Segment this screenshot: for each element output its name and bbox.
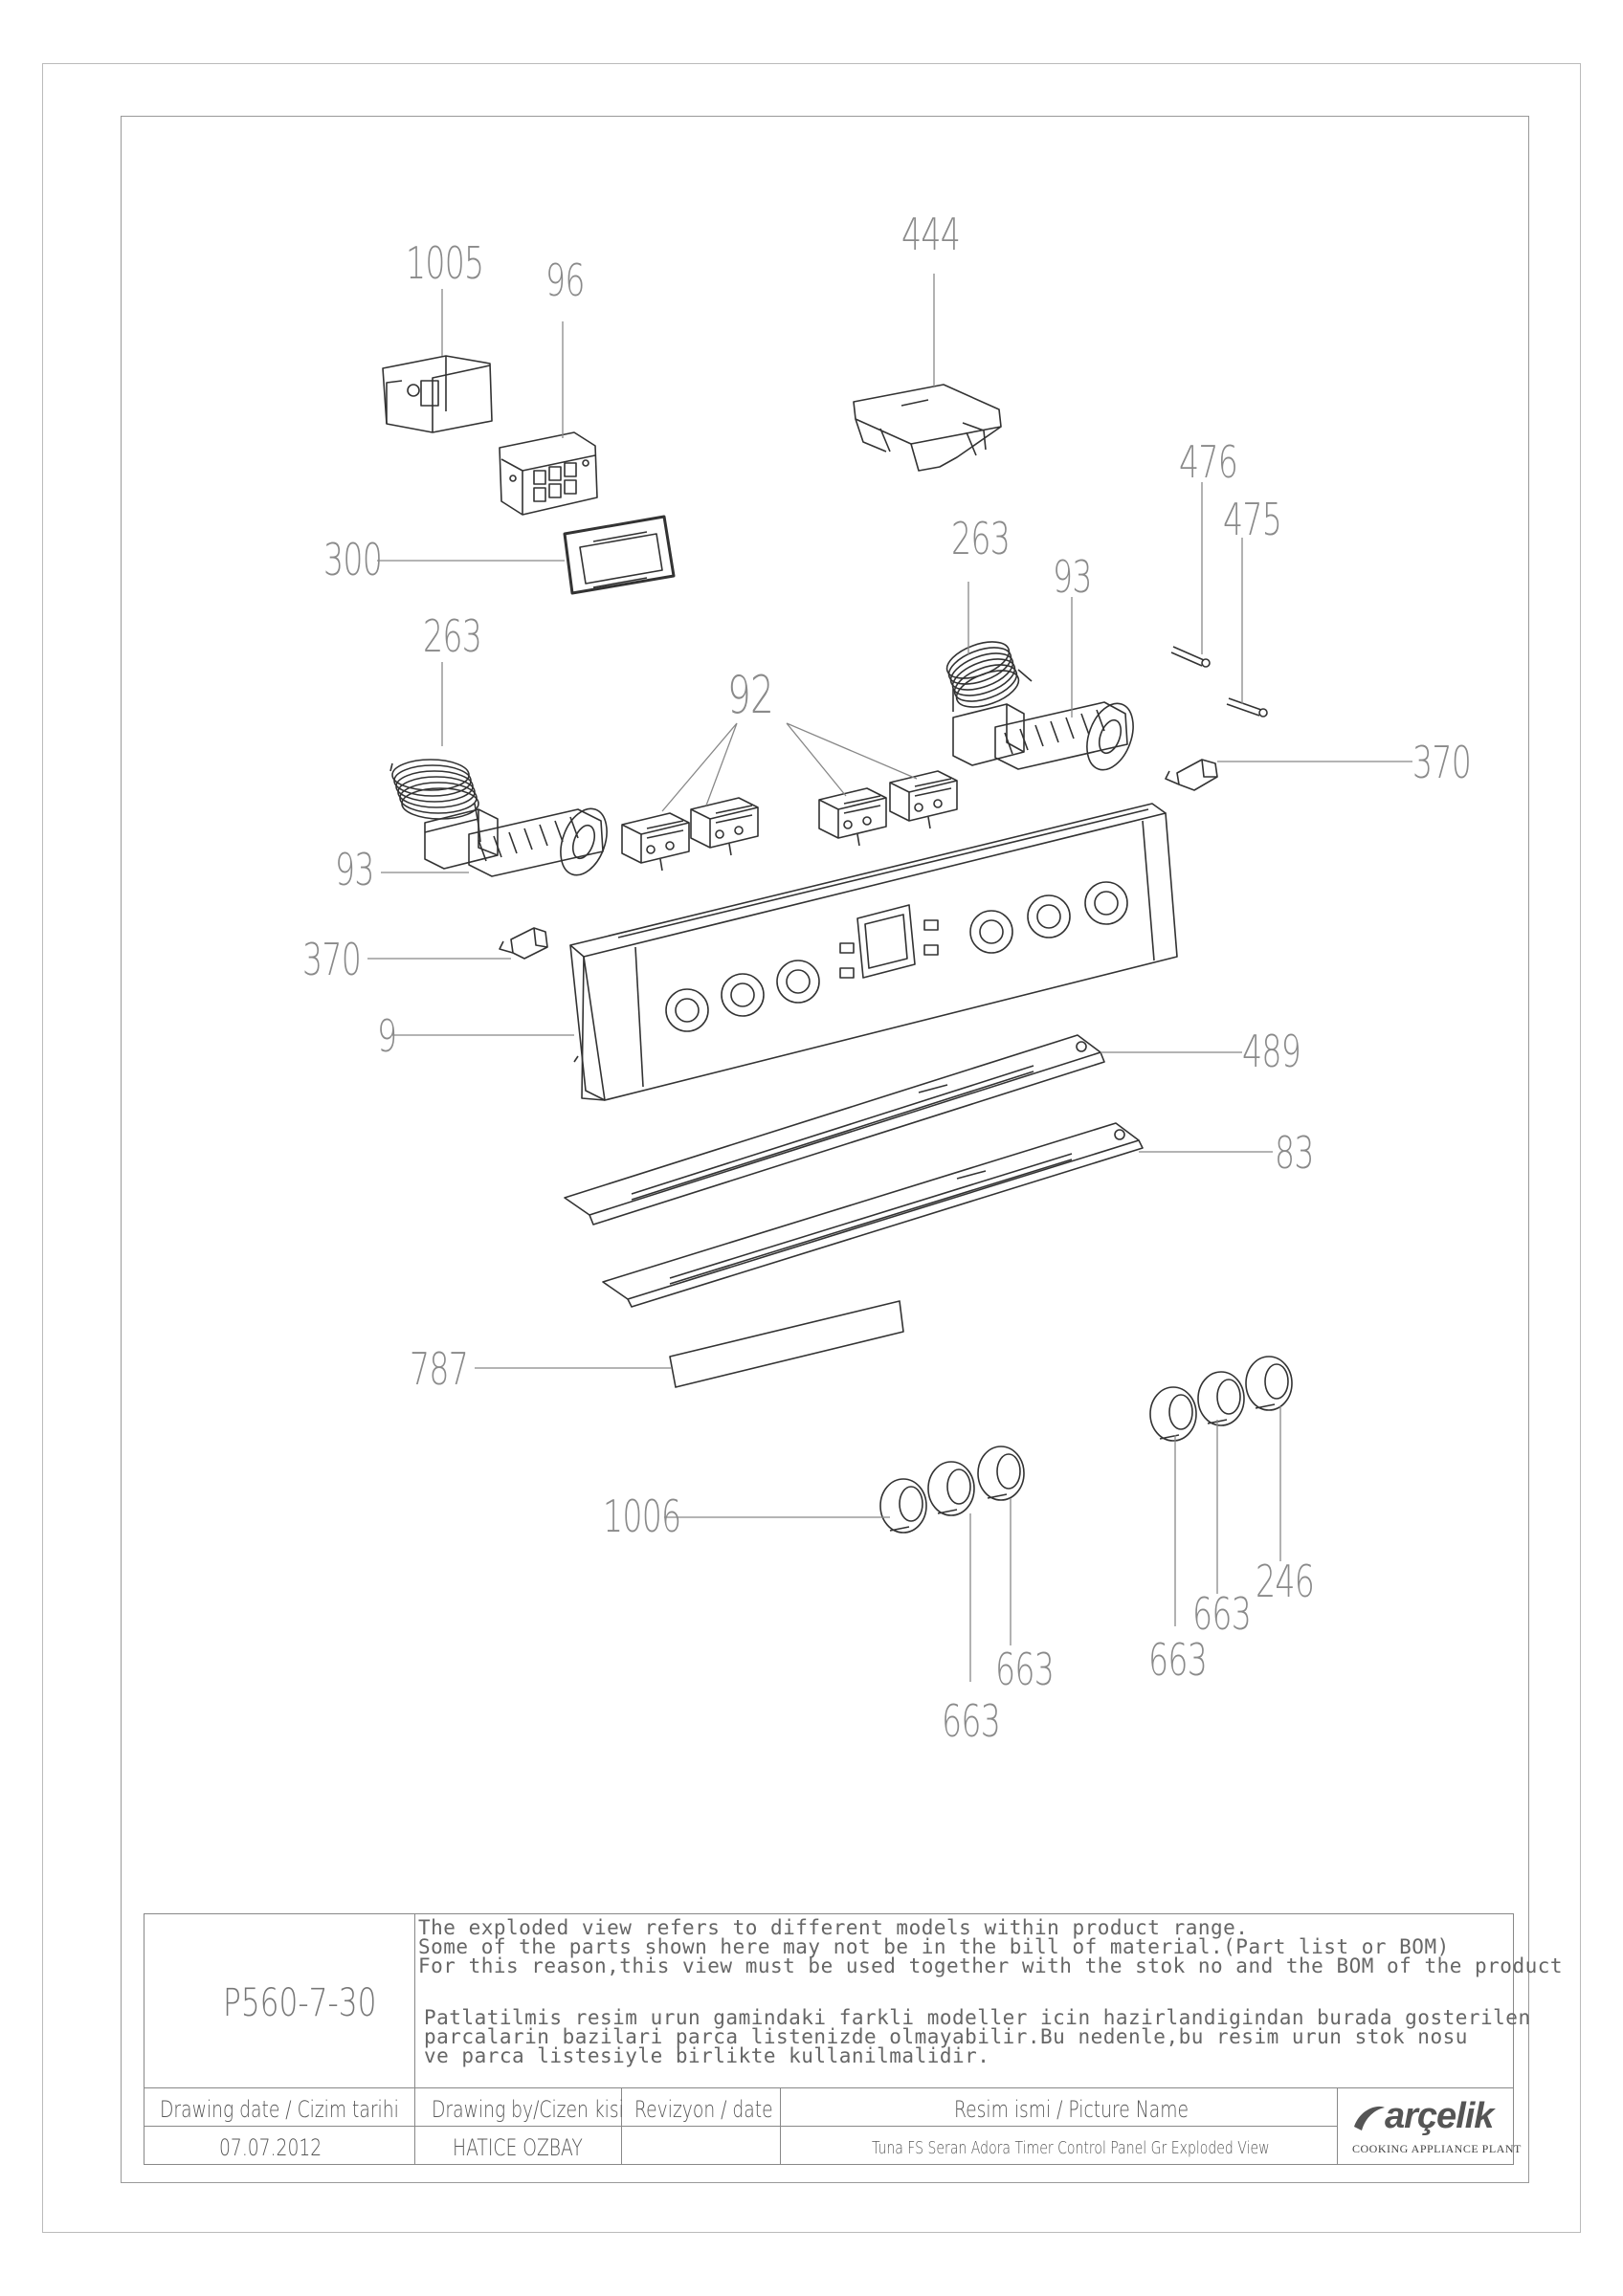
part-444-bracket	[853, 384, 1002, 472]
part-93-switch-left	[424, 807, 608, 877]
picture-name: Tuna FS Seran Adora Timer Control Panel …	[872, 2138, 1270, 2158]
part-93-switch-right	[952, 701, 1134, 771]
label-370-right: 370	[1412, 737, 1472, 788]
label-9: 9	[377, 1010, 397, 1062]
outer-border	[42, 63, 1581, 2233]
leader-lines	[367, 274, 1412, 1682]
part-1005-timer-housing	[382, 355, 493, 433]
revision-header: Revizyon / date	[634, 2096, 773, 2123]
label-93-right: 93	[1053, 551, 1092, 603]
label-1006: 1006	[603, 1490, 681, 1542]
part-1006-knobs-left	[879, 1446, 1025, 1534]
brand-swoosh-icon	[1354, 2106, 1385, 2130]
part-83-trim-strip	[602, 1122, 1144, 1308]
part-300-display-frame	[563, 515, 676, 595]
part-787-label	[669, 1300, 904, 1388]
plant-name: COOKING APPLIANCE PLANT	[1352, 2142, 1522, 2155]
label-663-d: 663	[1192, 1588, 1252, 1640]
part-96-timer-module	[499, 431, 598, 516]
label-489: 489	[1242, 1026, 1301, 1077]
label-92: 92	[727, 665, 774, 725]
brand-logo: arçelik	[1385, 2096, 1494, 2136]
label-83: 83	[1275, 1127, 1314, 1179]
part-246-knobs-right	[1149, 1356, 1293, 1442]
part-475-screw	[1226, 697, 1268, 718]
part-92-connector-1	[621, 812, 690, 872]
label-96: 96	[545, 254, 585, 306]
label-246: 246	[1256, 1556, 1315, 1607]
drawing-date-header: Drawing date / Cizim tarihi	[160, 2096, 399, 2123]
title-block: P560-7-30 The exploded view refers to di…	[144, 1913, 1563, 2165]
disclaimer-turkish: Patlatilmis resim urun gamindaki farkli …	[424, 2006, 1531, 2067]
part-370-clip-left	[499, 927, 548, 960]
label-370-left: 370	[302, 934, 362, 985]
drawing-date: 07.07.2012	[219, 2134, 322, 2161]
model-code: P560-7-30	[223, 1981, 377, 2025]
part-476-screw	[1170, 646, 1211, 668]
label-787: 787	[410, 1343, 469, 1395]
label-263-left: 263	[423, 610, 482, 662]
label-1005: 1005	[406, 237, 484, 289]
picture-name-header: Resim ismi / Picture Name	[954, 2096, 1189, 2123]
part-489-trim-strip	[564, 1034, 1105, 1225]
part-370-clip-right	[1165, 759, 1218, 791]
part-263-thermostat-coil-right	[945, 641, 1033, 712]
label-93-left: 93	[335, 844, 374, 895]
part-92-connector-4	[889, 770, 958, 829]
label-663-b: 663	[995, 1644, 1055, 1695]
label-475: 475	[1223, 494, 1282, 545]
part-92-connector-2	[690, 797, 759, 856]
disclaimer-english: The exploded view refers to different mo…	[418, 1916, 1564, 1977]
part-9-control-panel	[569, 803, 1178, 1101]
brand-area: arçelik COOKING APPLIANCE PLANT	[1345, 2094, 1521, 2161]
label-300: 300	[323, 534, 383, 585]
label-263-right: 263	[951, 513, 1011, 564]
drawn-by-header: Drawing by/Cizen kisi	[432, 2096, 624, 2123]
part-92-connector-3	[818, 787, 887, 847]
label-663-c: 663	[1148, 1634, 1208, 1686]
label-663-a: 663	[942, 1695, 1001, 1747]
label-444: 444	[901, 209, 961, 260]
drawn-by: HATICE OZBAY	[453, 2134, 583, 2161]
label-476: 476	[1179, 436, 1238, 488]
drawing-border	[121, 116, 1529, 2183]
